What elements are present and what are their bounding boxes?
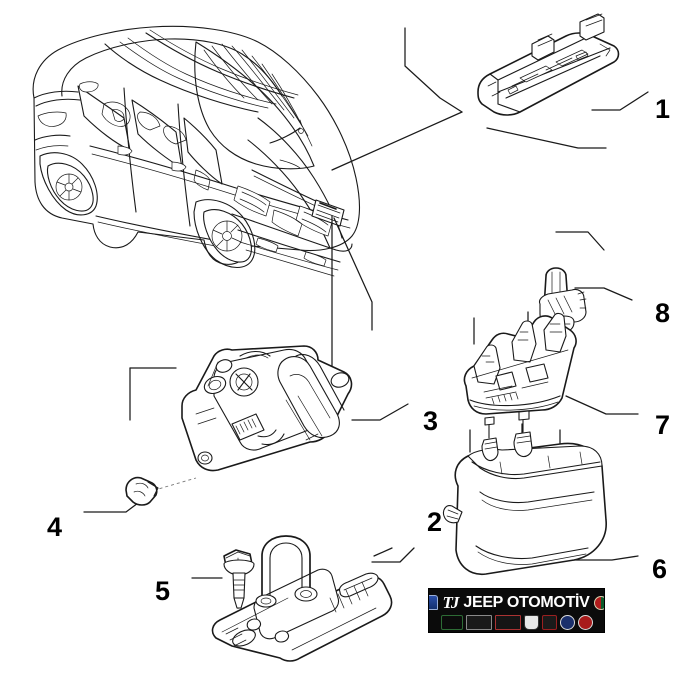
abarth-badge-icon xyxy=(523,615,539,630)
callout-5: 5 xyxy=(155,576,171,606)
part-4-latch-retaining-clip xyxy=(125,476,159,506)
logo-brand-badge-row xyxy=(429,615,604,631)
jeep-badge-icon xyxy=(440,615,463,630)
callout-4: 4 xyxy=(47,512,63,542)
dodge-badge-icon xyxy=(494,615,521,630)
chrysler-badge-icon xyxy=(465,615,492,630)
vehicle-illustration xyxy=(32,25,361,277)
tj-jeep-otomotiv-logo-banner: TJ JEEP OTOMOTİV xyxy=(428,588,605,633)
part-5-striker-mounting-bolt xyxy=(223,549,255,609)
part-7-handle-support-bracket xyxy=(463,312,577,415)
callout-6: 6 xyxy=(652,554,668,584)
logo-wordmark: JEEP OTOMOTİV xyxy=(463,593,590,611)
part-2-liftgate-striker-plate xyxy=(211,535,393,662)
leader-lines xyxy=(83,27,649,644)
part-6-liftgate-outer-handle xyxy=(442,410,607,575)
mopar-badge-icon xyxy=(429,595,439,610)
lancia-badge-icon xyxy=(559,615,575,630)
part-3-liftgate-lock-latch-actuator xyxy=(181,345,353,472)
part-1-liftgate-inner-trim-panel xyxy=(477,13,620,116)
vehicle-tailgate-lock-area xyxy=(311,199,345,227)
fiat-badge-icon xyxy=(577,615,593,630)
callout-1: 1 xyxy=(655,94,671,124)
callout-3: 3 xyxy=(423,406,439,436)
alfa-romeo-badge-icon xyxy=(593,595,604,610)
maserati-badge-icon xyxy=(541,615,557,630)
callout-2: 2 xyxy=(427,507,443,537)
callout-7: 7 xyxy=(655,410,671,440)
callout-8: 8 xyxy=(655,298,671,328)
tj-monogram: TJ xyxy=(442,592,459,612)
logo-top-row: TJ JEEP OTOMOTİV xyxy=(429,591,604,615)
